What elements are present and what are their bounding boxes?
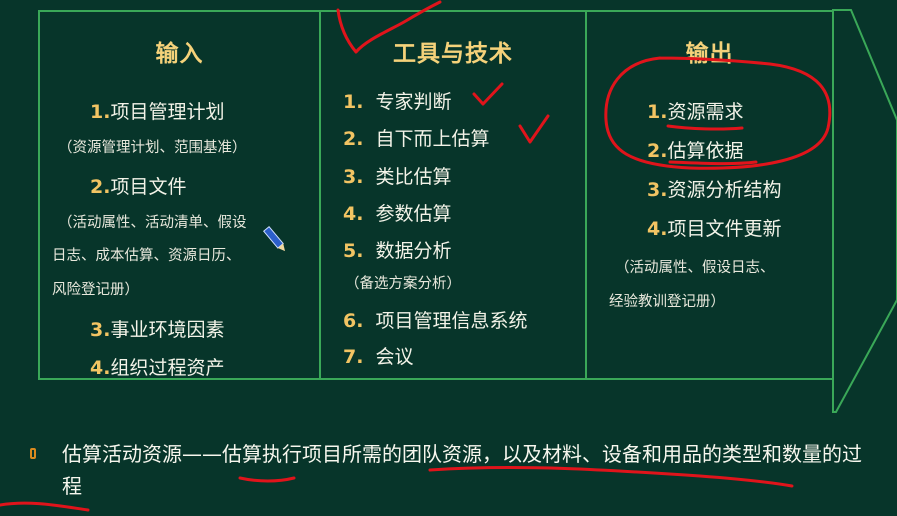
tool-item-5-detail: （备选方案分析） bbox=[345, 276, 461, 292]
output-item-3: 3.资源分析结构 bbox=[647, 179, 782, 201]
tool-item-5: 5. 数据分析 bbox=[343, 240, 452, 262]
output-item-4: 4.项目文件更新 bbox=[647, 218, 782, 240]
input-item-2: 2.项目文件 bbox=[90, 176, 187, 198]
tool-item-4: 4. 参数估算 bbox=[343, 203, 452, 225]
input-item-3: 3.事业环境因素 bbox=[90, 319, 225, 341]
outputs-column: 输出 1.资源需求 2.估算依据 3.资源分析结构 4.项目文件更新 （活动属性… bbox=[587, 12, 832, 378]
tool-item-7: 7. 会议 bbox=[343, 346, 414, 368]
inputs-column: 输入 1.项目管理计划 （资源管理计划、范围基准） 2.项目文件 （活动属性、活… bbox=[40, 12, 321, 379]
input-item-2-detail-line1: （活动属性、活动清单、假设 bbox=[58, 215, 247, 231]
tool-item-2: 2. 自下而上估算 bbox=[343, 128, 490, 150]
tool-item-3: 3. 类比估算 bbox=[343, 166, 452, 188]
definition-text: 估算活动资源——估算执行项目所需的团队资源，以及材料、设备和用品的类型和数量的过… bbox=[62, 442, 862, 498]
output-item-1: 1.资源需求 bbox=[647, 101, 744, 123]
output-item-4-detail-line2: 经验教训登记册） bbox=[609, 294, 725, 310]
inputs-heading: 输入 bbox=[155, 41, 204, 67]
tools-heading: 工具与技术 bbox=[393, 41, 513, 67]
output-item-2: 2.估算依据 bbox=[647, 140, 744, 162]
input-item-2-detail-line2: 日志、成本估算、资源日历、 bbox=[52, 248, 241, 264]
bullet-icon bbox=[30, 448, 36, 459]
input-item-4: 4.组织过程资产 bbox=[90, 357, 225, 379]
input-item-1-detail: （资源管理计划、范围基准） bbox=[58, 140, 247, 156]
tool-item-6: 6. 项目管理信息系统 bbox=[343, 310, 528, 332]
process-table: 输入 1.项目管理计划 （资源管理计划、范围基准） 2.项目文件 （活动属性、活… bbox=[38, 10, 834, 380]
tools-column: 工具与技术 1. 专家判断 2. 自下而上估算 3. 类比估算 4. 参数估算 … bbox=[321, 12, 587, 378]
input-item-1: 1.项目管理计划 bbox=[90, 101, 225, 123]
output-item-4-detail-line1: （活动属性、假设日志、 bbox=[615, 260, 775, 276]
tool-item-1: 1. 专家判断 bbox=[343, 91, 452, 113]
input-item-2-detail-line3: 风险登记册） bbox=[52, 282, 139, 298]
outputs-heading: 输出 bbox=[685, 41, 734, 67]
